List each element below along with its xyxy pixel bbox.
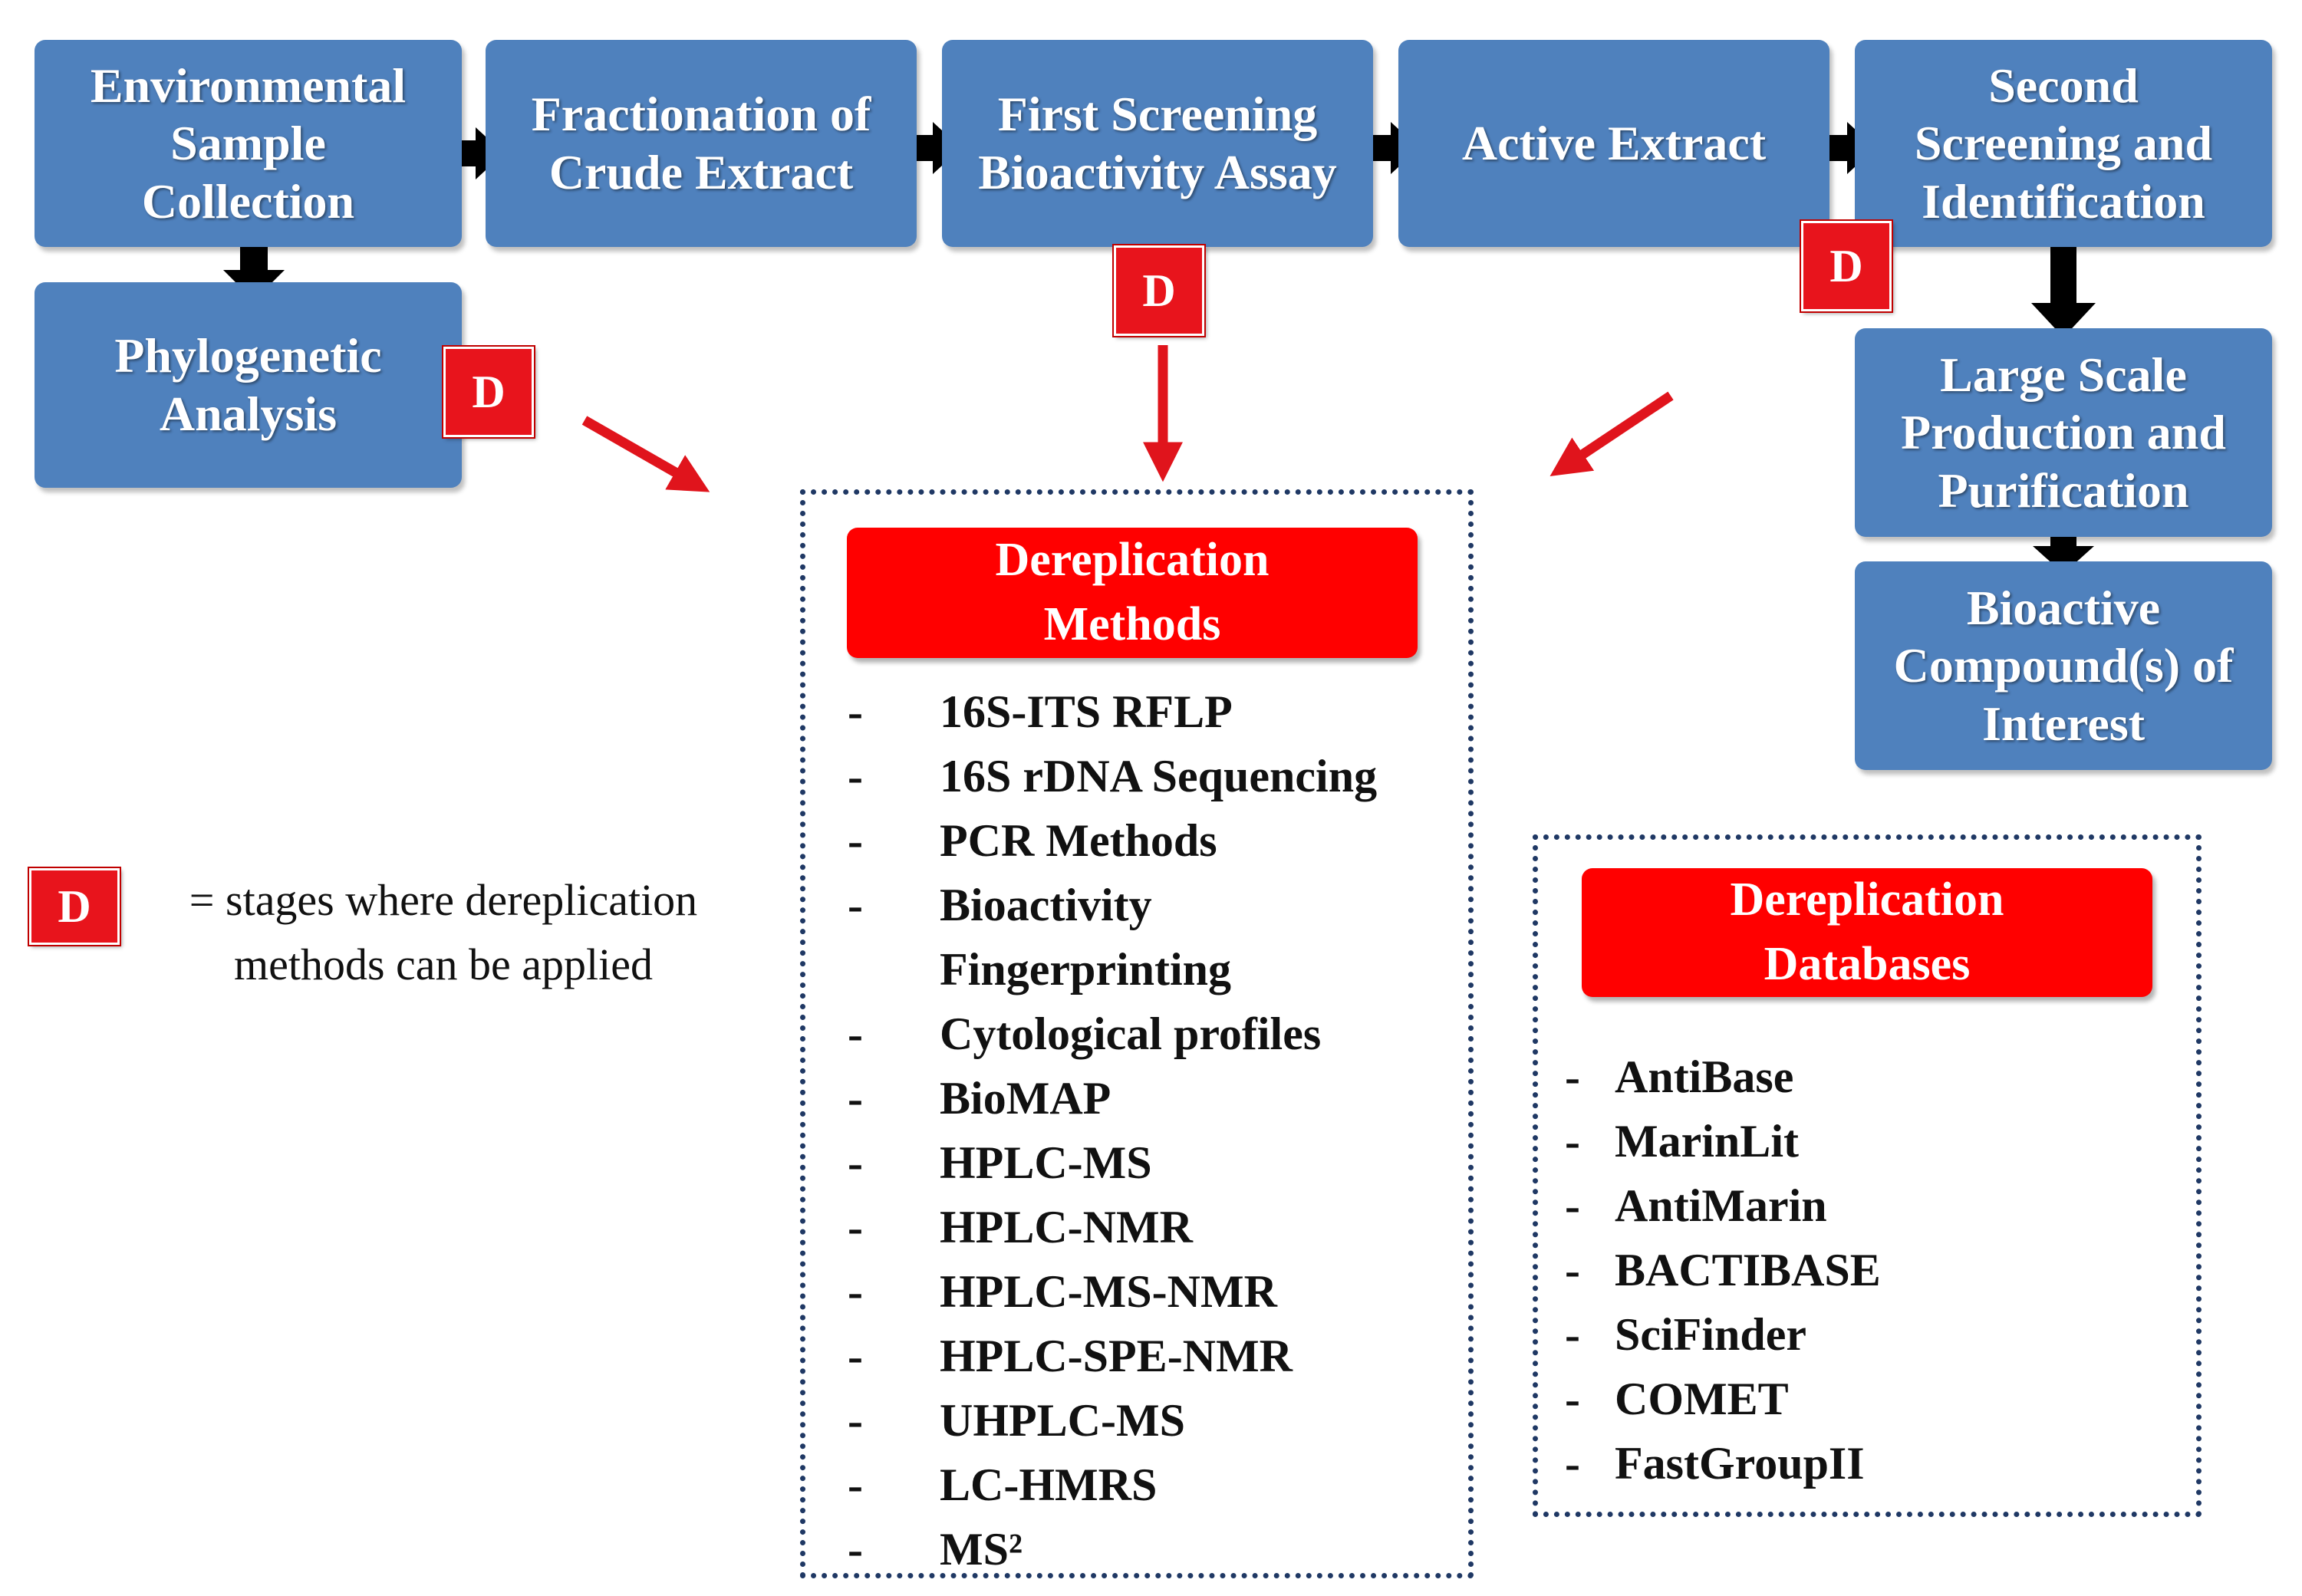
arrow-active-to-second (1827, 122, 1876, 174)
arrow-sample-to-phylogenetic (223, 245, 285, 301)
box-first-screening: First Screening Bioactivity Assay (942, 40, 1373, 247)
legend-text: = stages where dereplication methods can… (189, 875, 698, 989)
dereplication-badge-second-screening: D (1801, 221, 1892, 311)
arrow-screening-to-active (1371, 122, 1419, 174)
box-bioactive-compounds: Bioactive Compound(s) of Interest (1855, 561, 2272, 770)
arrow-fractionation-to-screening (913, 122, 961, 174)
arrow-largescale-to-bioactive (2033, 533, 2094, 574)
box-fractionation: Fractionation of Crude Extract (486, 40, 917, 247)
dereplication-badge-phylogenetic: D (443, 347, 534, 437)
arrow-sample-to-fractionation (456, 127, 504, 179)
databases-panel (1533, 834, 2202, 1517)
red-arrow-left (581, 416, 710, 492)
methods-title: Dereplication Methods (847, 528, 1418, 658)
box-environmental-sample: Environmental Sample Collection (35, 40, 462, 247)
box-large-scale-production: Large Scale Production and Purification (1855, 328, 2272, 537)
arrow-second-to-largescale (2031, 247, 2096, 337)
legend-badge: D (29, 868, 120, 945)
box-second-screening: Second Screening and Identification (1855, 40, 2272, 247)
box-active-extract: Active Extract (1398, 40, 1829, 247)
methods-panel (800, 489, 1474, 1578)
dereplication-badge-first-screening: D (1114, 245, 1204, 336)
red-arrow-right (1549, 391, 1674, 476)
box-phylogenetic-analysis: Phylogenetic Analysis (35, 282, 462, 488)
databases-title: Dereplication Databases (1582, 868, 2152, 997)
